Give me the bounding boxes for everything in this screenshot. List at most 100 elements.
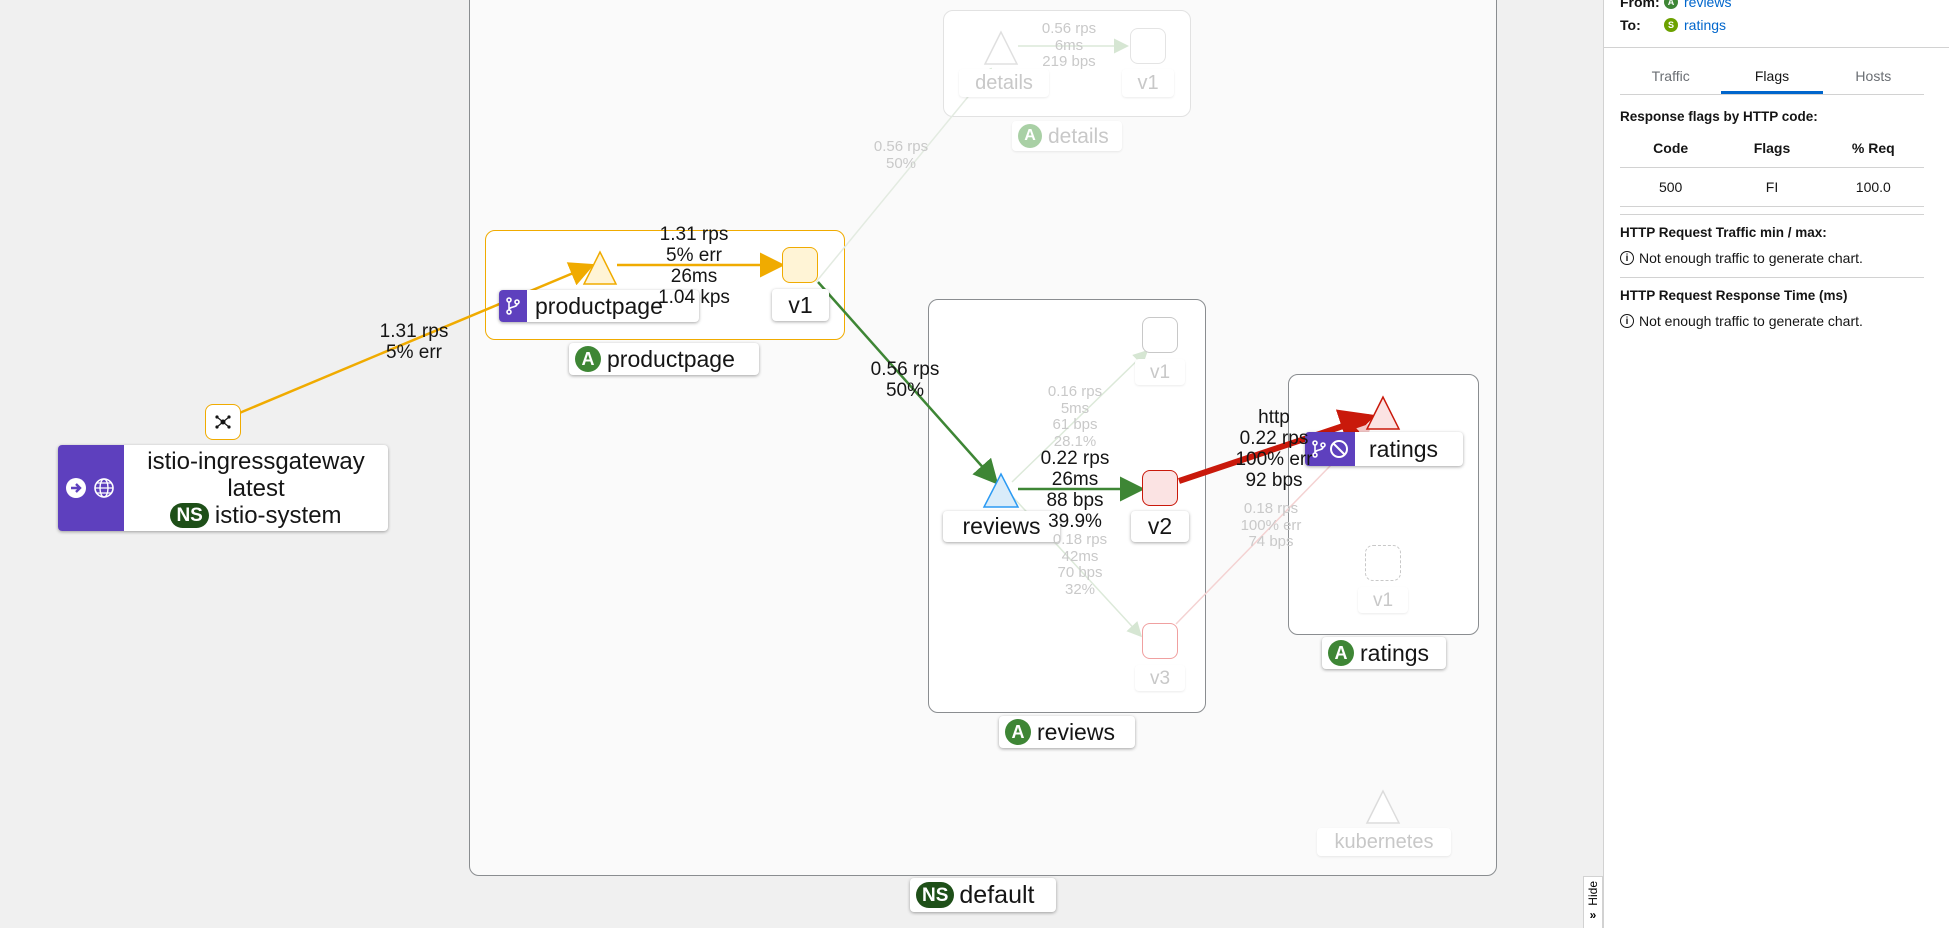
traffic-info: i Not enough traffic to generate chart. bbox=[1620, 250, 1863, 266]
traffic-title: HTTP Request Traffic min / max: bbox=[1620, 225, 1827, 240]
arrow-right-circle-icon bbox=[66, 478, 86, 498]
reviews-v3-label[interactable]: v3 bbox=[1135, 665, 1185, 691]
side-panel: From: A reviews To: S ratings Traffic Fl… bbox=[1603, 0, 1949, 928]
table-row: 500 FI 100.0 bbox=[1620, 168, 1924, 207]
gateway-namespace: istio-system bbox=[214, 501, 342, 529]
gateway-node[interactable] bbox=[205, 404, 241, 440]
cell-code: 500 bbox=[1658, 179, 1683, 195]
details-app-name: details bbox=[1048, 124, 1109, 148]
to-label: To: bbox=[1620, 17, 1641, 33]
reviews-v1-workload[interactable] bbox=[1142, 317, 1178, 353]
edge-reviews-v1[interactable] bbox=[1011, 349, 1149, 483]
section-divider bbox=[1620, 277, 1924, 278]
details-app-badge: A bbox=[1018, 124, 1042, 148]
productpage-app-name: productpage bbox=[607, 345, 735, 372]
namespace-default-name: default bbox=[959, 880, 1035, 909]
table-header-row: Code Flags % Req bbox=[1620, 129, 1924, 168]
ratings-v1-workload[interactable] bbox=[1365, 545, 1401, 581]
cell-req: 100.0 bbox=[1855, 179, 1891, 195]
branch-icon bbox=[1311, 440, 1326, 458]
gateway-label[interactable]: istio-ingressgateway latest NS istio-sys… bbox=[58, 445, 388, 531]
edges-layer bbox=[236, 30, 1401, 824]
hide-panel-button[interactable]: Hide » bbox=[1583, 876, 1603, 928]
ratings-service-name: ratings bbox=[1369, 435, 1439, 462]
header-divider bbox=[1604, 47, 1949, 48]
reviews-v1-label[interactable]: v1 bbox=[1135, 359, 1185, 385]
details-service-label[interactable]: details bbox=[959, 69, 1049, 97]
tab-hosts[interactable]: Hosts bbox=[1855, 68, 1892, 84]
ratings-service-icon[interactable] bbox=[1365, 395, 1401, 430]
productpage-v1-workload[interactable] bbox=[782, 247, 818, 283]
to-link[interactable]: ratings bbox=[1684, 17, 1727, 33]
productpage-app-label[interactable]: A productpage bbox=[569, 343, 759, 375]
kubernetes-service-icon[interactable] bbox=[1365, 789, 1401, 824]
productpage-v1-label[interactable]: v1 bbox=[772, 289, 829, 321]
to-row: To: S ratings bbox=[1620, 17, 1726, 33]
reviews-v2-label[interactable]: v2 bbox=[1131, 511, 1189, 542]
details-service-icon[interactable] bbox=[983, 30, 1019, 65]
ratings-app-name: ratings bbox=[1360, 639, 1430, 666]
double-chevron-icon: » bbox=[1589, 907, 1597, 922]
panel-tabs: Traffic Flags Hosts bbox=[1620, 60, 1924, 95]
to-service-badge: S bbox=[1664, 18, 1678, 32]
kubernetes-service-label[interactable]: kubernetes bbox=[1317, 828, 1451, 856]
hide-label: Hide bbox=[1586, 881, 1600, 906]
branch-icon bbox=[499, 290, 527, 322]
gateway-name: istio-ingressgateway bbox=[147, 447, 365, 475]
reviews-app-label[interactable]: A reviews bbox=[999, 716, 1135, 748]
header-code: Code bbox=[1653, 140, 1689, 156]
response-msg: Not enough traffic to generate chart. bbox=[1639, 313, 1863, 329]
gateway-hub-icon bbox=[215, 415, 231, 429]
details-v1-label[interactable]: v1 bbox=[1122, 69, 1174, 97]
ratings-v1-label[interactable]: v1 bbox=[1358, 587, 1408, 613]
ban-icon bbox=[1329, 440, 1348, 458]
info-icon: i bbox=[1620, 251, 1634, 265]
ratings-service-label[interactable]: ratings bbox=[1305, 432, 1463, 466]
edge-v1-reviews[interactable] bbox=[817, 281, 999, 485]
response-info: i Not enough traffic to generate chart. bbox=[1620, 313, 1863, 329]
gateway-version: latest bbox=[227, 474, 285, 502]
reviews-app-name: reviews bbox=[1037, 718, 1115, 745]
reviews-service-label[interactable]: reviews bbox=[943, 511, 1060, 542]
header-req: % Req bbox=[1851, 140, 1895, 156]
traffic-msg: Not enough traffic to generate chart. bbox=[1639, 250, 1863, 266]
cell-flags: FI bbox=[1765, 179, 1779, 195]
response-title: HTTP Request Response Time (ms) bbox=[1620, 288, 1848, 303]
reviews-v3-workload[interactable] bbox=[1142, 623, 1178, 659]
productpage-service-label[interactable]: productpage bbox=[499, 290, 699, 322]
ratings-icon-strip bbox=[1305, 432, 1355, 466]
reviews-v2-workload[interactable] bbox=[1142, 470, 1178, 506]
reviews-service-icon[interactable] bbox=[982, 472, 1020, 508]
header-flags: Flags bbox=[1753, 140, 1791, 156]
flags-table: Code Flags % Req 500 FI 100.0 bbox=[1620, 129, 1924, 207]
namespace-default-label[interactable]: NS default bbox=[910, 878, 1056, 912]
from-label: From: bbox=[1620, 0, 1660, 10]
productpage-service-icon[interactable] bbox=[582, 250, 618, 285]
ratings-app-badge: A bbox=[1328, 640, 1354, 666]
from-link[interactable]: reviews bbox=[1684, 0, 1732, 10]
gateway-icon-strip bbox=[58, 445, 124, 531]
edge-v1-details[interactable] bbox=[815, 67, 992, 283]
details-app-label[interactable]: A details bbox=[1012, 121, 1122, 151]
tab-traffic[interactable]: Traffic bbox=[1651, 68, 1690, 84]
reviews-app-badge: A bbox=[1005, 719, 1031, 745]
details-v1-workload[interactable] bbox=[1130, 28, 1166, 64]
flags-title: Response flags by HTTP code: bbox=[1620, 109, 1818, 124]
graph-canvas[interactable]: istio-ingressgateway latest NS istio-sys… bbox=[0, 0, 1603, 928]
from-row: From: A reviews bbox=[1620, 0, 1731, 10]
from-app-badge: A bbox=[1664, 0, 1678, 9]
ratings-app-label[interactable]: A ratings bbox=[1322, 637, 1446, 669]
namespace-default-badge: NS bbox=[916, 882, 955, 908]
edge-v2-ratings[interactable] bbox=[1178, 409, 1376, 484]
tab-flags[interactable]: Flags bbox=[1721, 60, 1823, 94]
section-divider bbox=[1620, 214, 1924, 215]
